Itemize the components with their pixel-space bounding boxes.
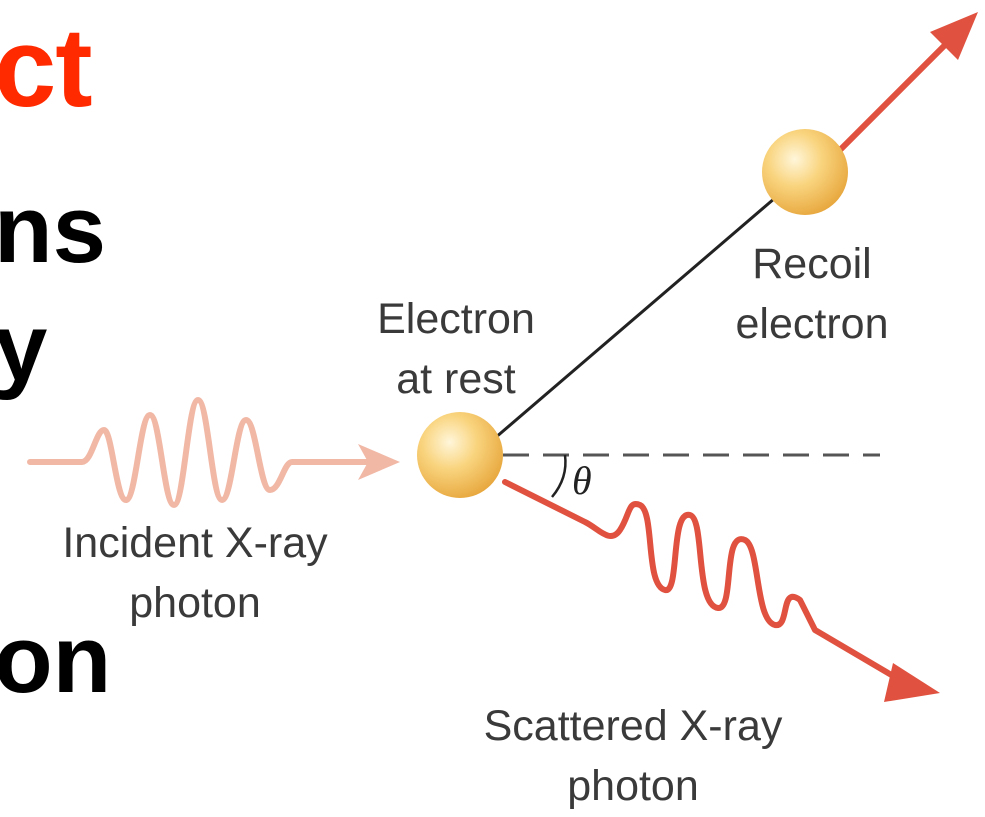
- slide-text-line-1: ns: [0, 176, 107, 283]
- scattered-wave: [502, 479, 908, 686]
- angle-arc: [551, 454, 567, 498]
- recoil-path-line: [494, 196, 776, 440]
- recoil-arrow-line: [837, 32, 958, 153]
- slide-title-fragment: ct: [0, 5, 93, 130]
- recoil-label-line1: Recoil: [752, 240, 872, 288]
- scattered-label-line2: photon: [567, 762, 699, 810]
- recoil-electron: [762, 129, 848, 215]
- angle-theta-label: θ: [572, 458, 592, 503]
- incident-wave: [27, 397, 375, 508]
- electron-rest-label-line1: Electron: [377, 295, 535, 343]
- recoil-label-line2: electron: [736, 300, 889, 348]
- scattered-arrowhead: [884, 663, 940, 702]
- incident-label-line1: Incident X-ray: [62, 519, 328, 567]
- recoil-arrowhead: [930, 12, 978, 60]
- slide-text-line-3: on: [0, 606, 112, 713]
- electron-at-rest: [417, 412, 503, 498]
- electron-rest-label-line2: at rest: [396, 355, 516, 403]
- scattered-label-line1: Scattered X-ray: [484, 702, 783, 750]
- incident-arrowhead: [358, 444, 400, 480]
- slide-text-line-2: y: [0, 294, 48, 401]
- incident-label-line2: photon: [129, 579, 261, 627]
